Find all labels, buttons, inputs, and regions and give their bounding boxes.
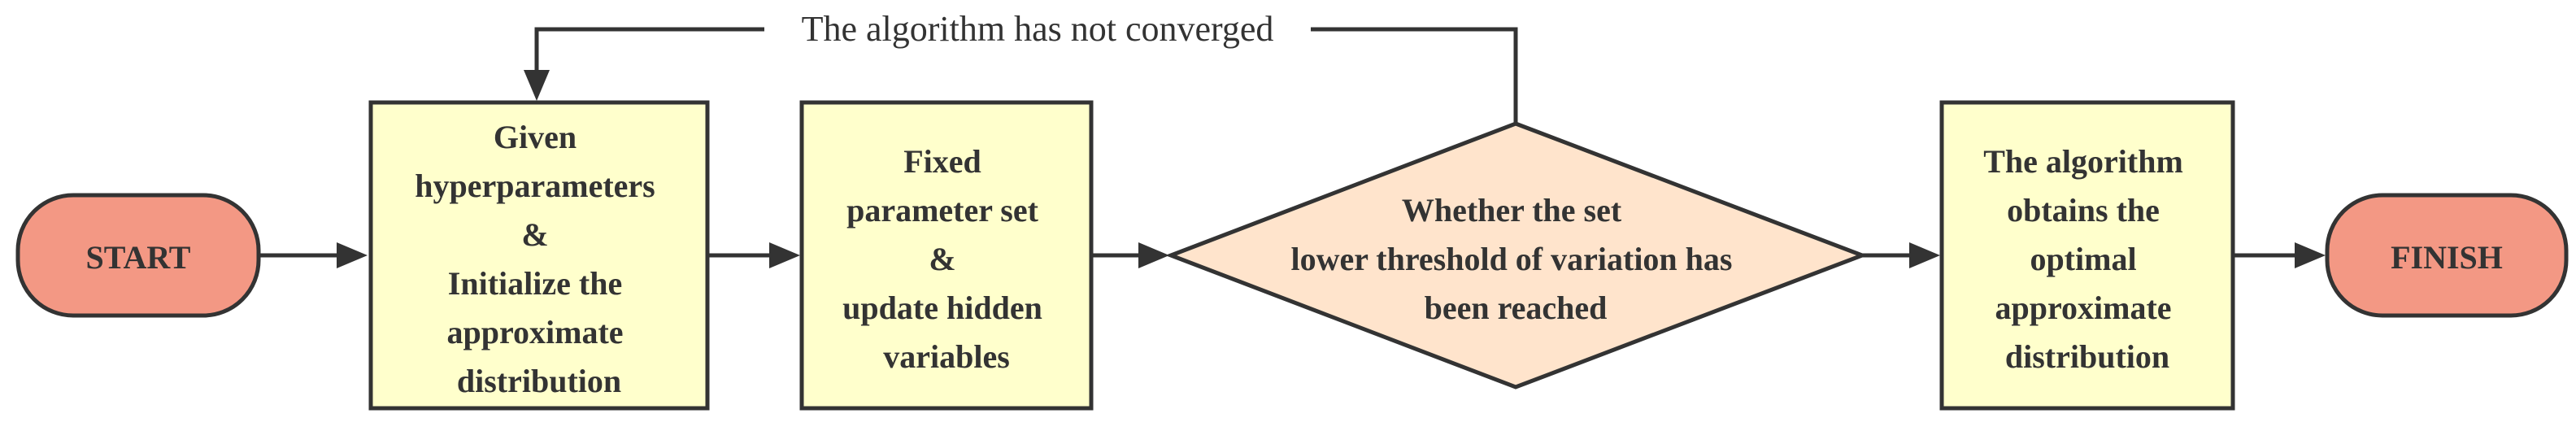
node-update-line-3: &	[929, 241, 955, 277]
finish-terminal-shape	[2325, 193, 2569, 318]
node-result-line-4: approximate	[1995, 290, 2171, 326]
decision-diamond	[1164, 121, 1869, 390]
node-decision: Whether the set lower threshold of varia…	[1164, 121, 1869, 390]
edge-init-to-update	[707, 242, 800, 268]
node-result-line-3: optimal	[2030, 241, 2136, 277]
edges: The algorithm has not converged	[259, 9, 2326, 268]
node-result-line-1: The algorithm	[1983, 143, 2183, 180]
node-text-start: START	[85, 239, 190, 276]
node-init-line-1: Given	[494, 119, 577, 155]
node-result-line-5: distribution	[2005, 338, 2169, 375]
update-process-box	[799, 100, 1094, 411]
node-decision-line-2: lower threshold of variation has	[1291, 241, 1733, 277]
node-finish-line-1: FINISH	[2391, 239, 2503, 276]
node-text-init: Given hyperparameters & Initialize the a…	[415, 119, 663, 399]
node-text-result: The algorithm obtains the optimal approx…	[1983, 143, 2191, 375]
nodes: START Given hyperparameters & Initialize…	[15, 100, 2569, 411]
node-finish: FINISH	[2325, 193, 2569, 318]
node-decision-line-1: Whether the set	[1402, 192, 1622, 229]
node-update-line-1: Fixed	[903, 143, 981, 180]
start-terminal-shape	[15, 193, 261, 318]
node-start-line-1: START	[85, 239, 190, 276]
node-result: The algorithm obtains the optimal approx…	[1939, 100, 2235, 411]
node-decision-line-3: been reached	[1425, 290, 1608, 326]
init-process-box	[368, 100, 710, 411]
node-init-line-6: distribution	[457, 363, 621, 399]
node-init-line-4: Initialize the	[448, 265, 622, 302]
node-update-line-4: update hidden	[842, 290, 1042, 326]
edge-decision-to-init: The algorithm has not converged	[524, 9, 1518, 124]
node-text-finish: FINISH	[2391, 239, 2503, 276]
edge-result-to-finish	[2233, 242, 2326, 268]
node-init-line-5: approximate	[446, 314, 623, 350]
node-start: START	[15, 193, 261, 318]
node-init: Given hyperparameters & Initialize the a…	[368, 100, 710, 411]
node-result-line-2: obtains the	[2007, 192, 2160, 229]
node-init-line-2: hyperparameters	[415, 168, 655, 204]
node-text-decision: Whether the set lower threshold of varia…	[1291, 192, 1741, 326]
node-update-line-5: variables	[883, 338, 1010, 375]
edge-start-to-init	[259, 242, 368, 268]
node-update: Fixed parameter set & update hidden vari…	[799, 100, 1094, 411]
edge-update-to-decision	[1091, 242, 1169, 268]
result-process-box	[1939, 100, 2235, 411]
edge-decision-to-result	[1862, 242, 1940, 268]
node-text-update: Fixed parameter set & update hidden vari…	[842, 143, 1051, 375]
node-update-line-2: parameter set	[846, 192, 1039, 229]
node-init-line-3: &	[521, 216, 548, 253]
loop-edge-label: The algorithm has not converged	[802, 9, 1274, 49]
